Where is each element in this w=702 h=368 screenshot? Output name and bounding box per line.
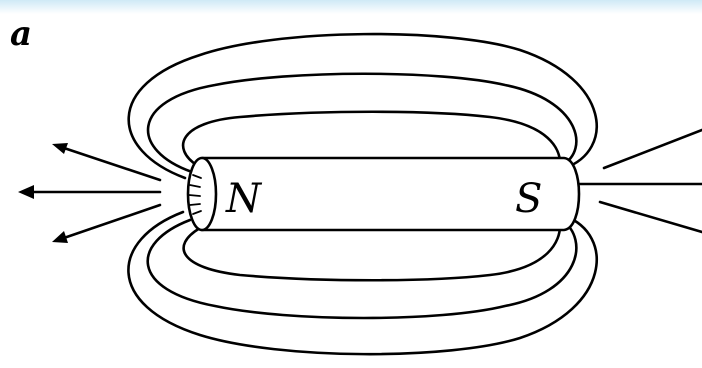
arrow-line-lower bbox=[56, 203, 162, 242]
panel-label: a bbox=[10, 14, 32, 54]
field-line-upper-inner bbox=[181, 110, 562, 168]
field-line-lower-inner bbox=[182, 224, 562, 282]
north-face-hatching bbox=[188, 174, 202, 215]
magnet-body bbox=[200, 156, 581, 232]
field-line-south-lower bbox=[598, 200, 702, 234]
north-pole-label: N bbox=[225, 176, 263, 222]
field-line-south-upper bbox=[602, 128, 702, 170]
magnet-north-face bbox=[186, 156, 218, 232]
field-line-lower-outer bbox=[127, 210, 598, 356]
field-line-upper-outer bbox=[127, 32, 598, 180]
field-line-lower-middle bbox=[146, 218, 578, 320]
arrowhead-middle-icon bbox=[18, 185, 34, 199]
arrowhead-lower-icon bbox=[52, 231, 68, 243]
top-tint-band bbox=[0, 0, 702, 14]
south-pole-label: S bbox=[515, 176, 542, 222]
arrowhead-upper-icon bbox=[52, 143, 68, 154]
arrow-line-upper bbox=[56, 144, 162, 182]
field-line-upper-middle bbox=[146, 72, 578, 174]
